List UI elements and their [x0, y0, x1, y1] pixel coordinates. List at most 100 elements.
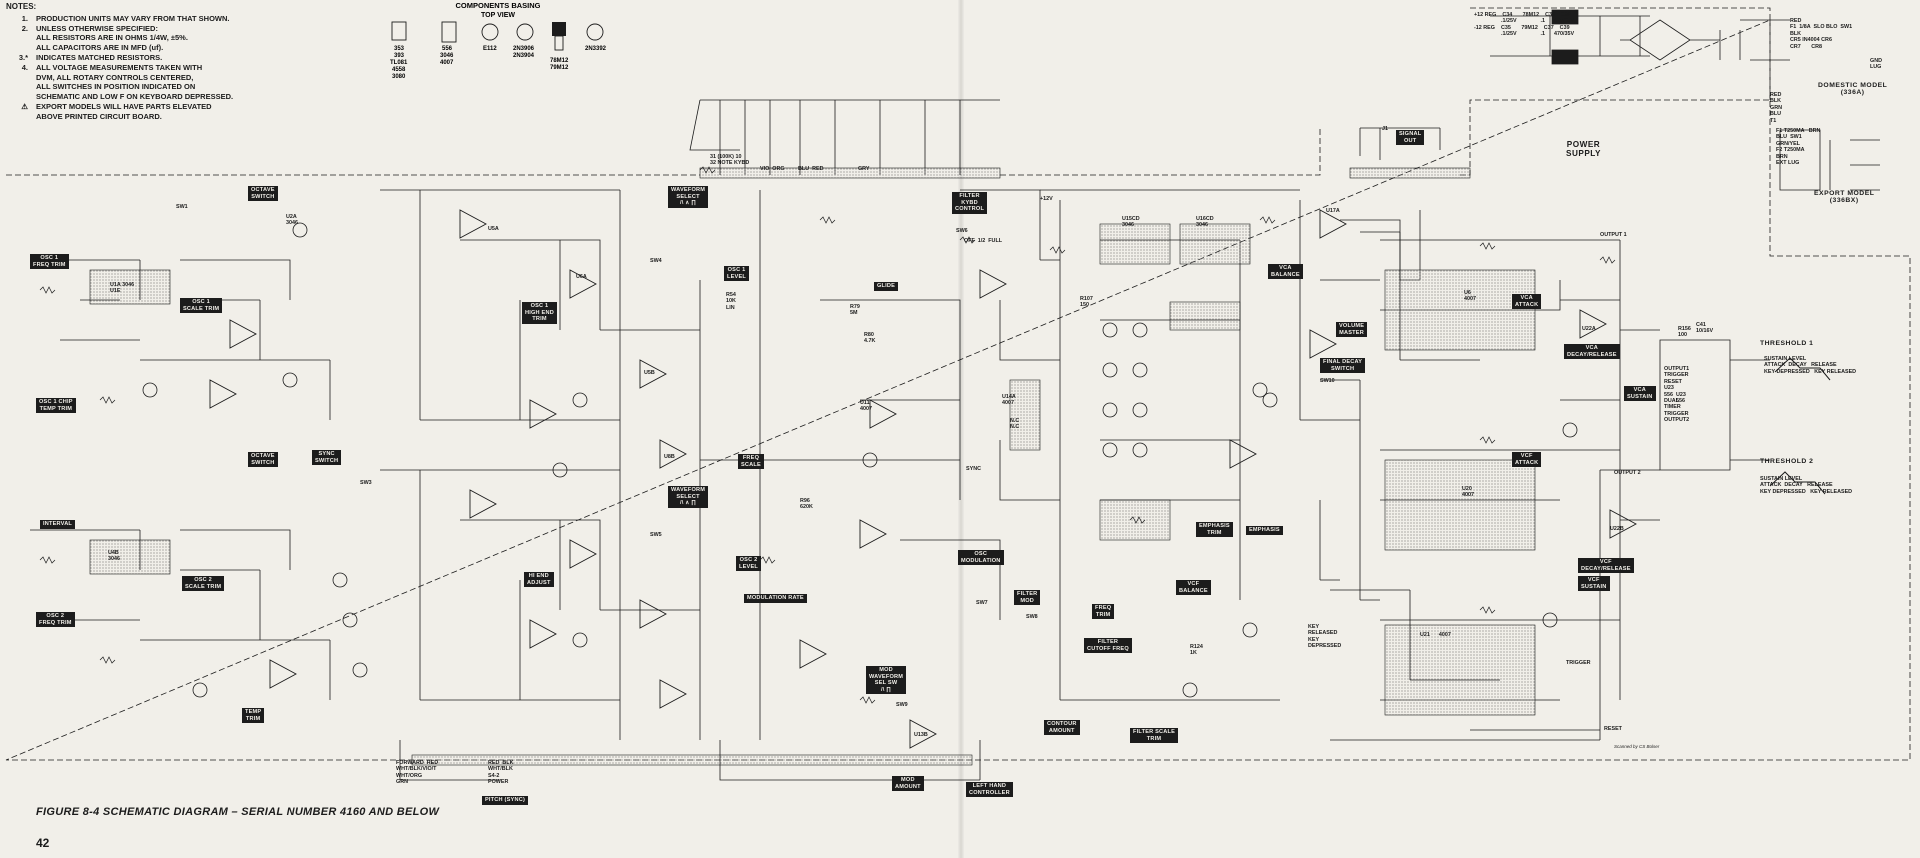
- component-label: U23 556: [1676, 392, 1686, 405]
- freq-scale-label: FREQ SCALE: [738, 454, 764, 470]
- osc1-chip-temp-trim-label: OSC 1 CHIP TEMP TRIM: [36, 398, 76, 414]
- component-label: C41 10/16V: [1696, 322, 1714, 335]
- vcf-decay-release-label: VCF DECAY/RELEASE: [1578, 558, 1634, 574]
- component-label: R96 620K: [800, 498, 813, 511]
- signal-out-label: SIGNAL OUT: [1396, 130, 1425, 146]
- output2-label: OUTPUT 2: [1614, 470, 1641, 476]
- opamp-u7b: [659, 679, 687, 709]
- u14a-block: [1009, 379, 1041, 451]
- contour-amount-label: CONTOUR AMOUNT: [1044, 720, 1080, 736]
- opamp-u2a: [229, 319, 257, 349]
- vcf-sustain-label: VCF SUSTAIN: [1578, 576, 1610, 592]
- component-label: U6 4007: [1464, 290, 1476, 303]
- notes-heading: NOTES:: [6, 2, 37, 11]
- component-label: R107 150: [1080, 296, 1093, 309]
- dip14-package-icon: [441, 21, 457, 43]
- opamp-u10b: [529, 619, 557, 649]
- mod-waveform-sel-label: MOD WAVEFORM SEL SW /\ ∏: [866, 666, 907, 695]
- basing-subtitle: TOP VIEW: [481, 12, 515, 19]
- octave-switch-2-label: OCTAVE SWITCH: [248, 452, 278, 468]
- left-hand-controller-label: LEFT HAND CONTROLLER: [966, 782, 1013, 798]
- opamp-u11a: [979, 269, 1007, 299]
- component-label: U16CD 3046: [1196, 216, 1214, 229]
- note-item: 2.UNLESS OTHERWISE SPECIFIED: ALL RESIST…: [21, 23, 188, 53]
- psu-rectifier-text: RED F1 1/8A SLO BLO SW1 BLK CR5 IN4004 C…: [1790, 18, 1853, 50]
- power-supply-title: POWER SUPPLY: [1566, 140, 1602, 158]
- component-label: U2A 3046: [286, 214, 298, 227]
- volume-master-label: VOLUME MASTER: [1336, 322, 1368, 338]
- vca-attack-label: VCA ATTACK: [1512, 294, 1542, 310]
- vcf-attack-label: VCF ATTACK: [1512, 452, 1542, 468]
- sw8-label: SW8: [1026, 614, 1038, 620]
- threshold1-legend: SUSTAIN LEVEL ATTACK DECAY RELEASE KEY D…: [1764, 356, 1857, 375]
- regulator-79m12: [1551, 49, 1579, 65]
- threshold2-envelope: [1769, 471, 1826, 495]
- dual-timer-box: [1659, 339, 1731, 471]
- vcf-balance-label: VCF BALANCE: [1176, 580, 1211, 596]
- regulator-package-icon: [552, 22, 566, 36]
- opamp-u9a: [469, 489, 497, 519]
- vca-envelope-ic-block: [1384, 269, 1536, 351]
- supply-label: +12V: [1040, 196, 1053, 202]
- vca-sustain-label: VCA SUSTAIN: [1624, 386, 1656, 402]
- keyboard-bus: [700, 99, 1000, 175]
- page-fold: [958, 0, 964, 858]
- sw9-label: SW9: [896, 702, 908, 708]
- sw4-label: SW4: [650, 258, 662, 264]
- sync-switch-label: SYNC SWITCH: [312, 450, 342, 466]
- opamp-u6a: [569, 269, 597, 299]
- osc1-freq-trim-label: OSC 1 FREQ TRIM: [30, 254, 69, 270]
- component-label: U5B: [644, 370, 655, 376]
- waveform-select-2-label: WAVEFORM SELECT /\ ∧ ∏: [668, 486, 709, 508]
- opamp-u2b: [209, 379, 237, 409]
- dual-timer-label: OUTPUT1 TRIGGER RESET U23 556 DUAL TIMER…: [1664, 366, 1690, 424]
- export-model-label: EXPORT MODEL (336BX): [1814, 190, 1875, 204]
- regulator-78m12: [1551, 9, 1579, 25]
- filter-cutoff-freq-label: FILTER CUTOFF FREQ: [1084, 638, 1132, 654]
- component-label: U8B: [664, 454, 675, 460]
- sw3-label: SW3: [360, 480, 372, 486]
- psu-regulator-text: +12 REG C34 78M12 C36 C38 .1/25V .1 470/…: [1474, 12, 1575, 38]
- osc1-level-label: OSC 1 LEVEL: [724, 266, 750, 282]
- export-transformer-text: F1 T250MA BRN BLU SW1 GRN/YEL F2 T250MA …: [1776, 128, 1821, 167]
- osc-modulation-label: OSC MODULATION: [958, 550, 1004, 566]
- waveform-select-1-label: WAVEFORM SELECT /\ ∧ ∏: [668, 186, 709, 208]
- filter-kybd-positions: OFF 1/2 FULL: [964, 238, 1003, 244]
- u15cd-block: [1099, 223, 1171, 265]
- osc1-ic-block: [89, 269, 171, 305]
- sw1-label: SW1: [176, 204, 188, 210]
- opamp-u7a: [529, 399, 557, 429]
- component-label: R54 10K LIN: [726, 292, 736, 311]
- osc1-hf-trim-label: OSC 1 HIGH END TRIM: [522, 302, 557, 324]
- component-label: R79 5M: [850, 304, 860, 317]
- output1-label: OUTPUT 1: [1600, 232, 1627, 238]
- opamp-u4b: [269, 659, 297, 689]
- opamp-u17b: [1229, 439, 1257, 469]
- threshold2-title: THRESHOLD 2: [1760, 458, 1814, 465]
- filter-mod-label: FILTER MOD: [1014, 590, 1041, 606]
- osc2-freq-trim-label: OSC 2 FREQ TRIM: [36, 612, 75, 628]
- u21-block: [1384, 624, 1536, 716]
- export-transformer: [1779, 129, 1880, 191]
- note-item: 4.ALL VOLTAGE MEASUREMENTS TAKEN WITH DV…: [21, 62, 234, 102]
- temp-trim-label: TEMP TRIM: [242, 708, 265, 724]
- power-transistor-icon: [586, 23, 604, 41]
- note-item: ⚠EXPORT MODELS WILL HAVE PARTS ELEVATED …: [6, 102, 233, 122]
- opamp-u5b: [639, 359, 667, 389]
- mixer-wiring: [619, 190, 961, 740]
- emphasis-label: EMPHASIS: [1246, 526, 1283, 535]
- note-item: 3.*INDICATES MATCHED RESISTORS.: [18, 52, 163, 62]
- opamp-u10a: [569, 539, 597, 569]
- opamp-u13b: [909, 719, 937, 749]
- component-label: U13B: [914, 732, 928, 738]
- u16ab-block: [1169, 301, 1241, 331]
- opamp-u13a: [859, 519, 887, 549]
- component-label: R80 4.7K: [864, 332, 876, 345]
- opamp-u5a: [459, 209, 487, 239]
- osc2-ic-block: [89, 539, 171, 575]
